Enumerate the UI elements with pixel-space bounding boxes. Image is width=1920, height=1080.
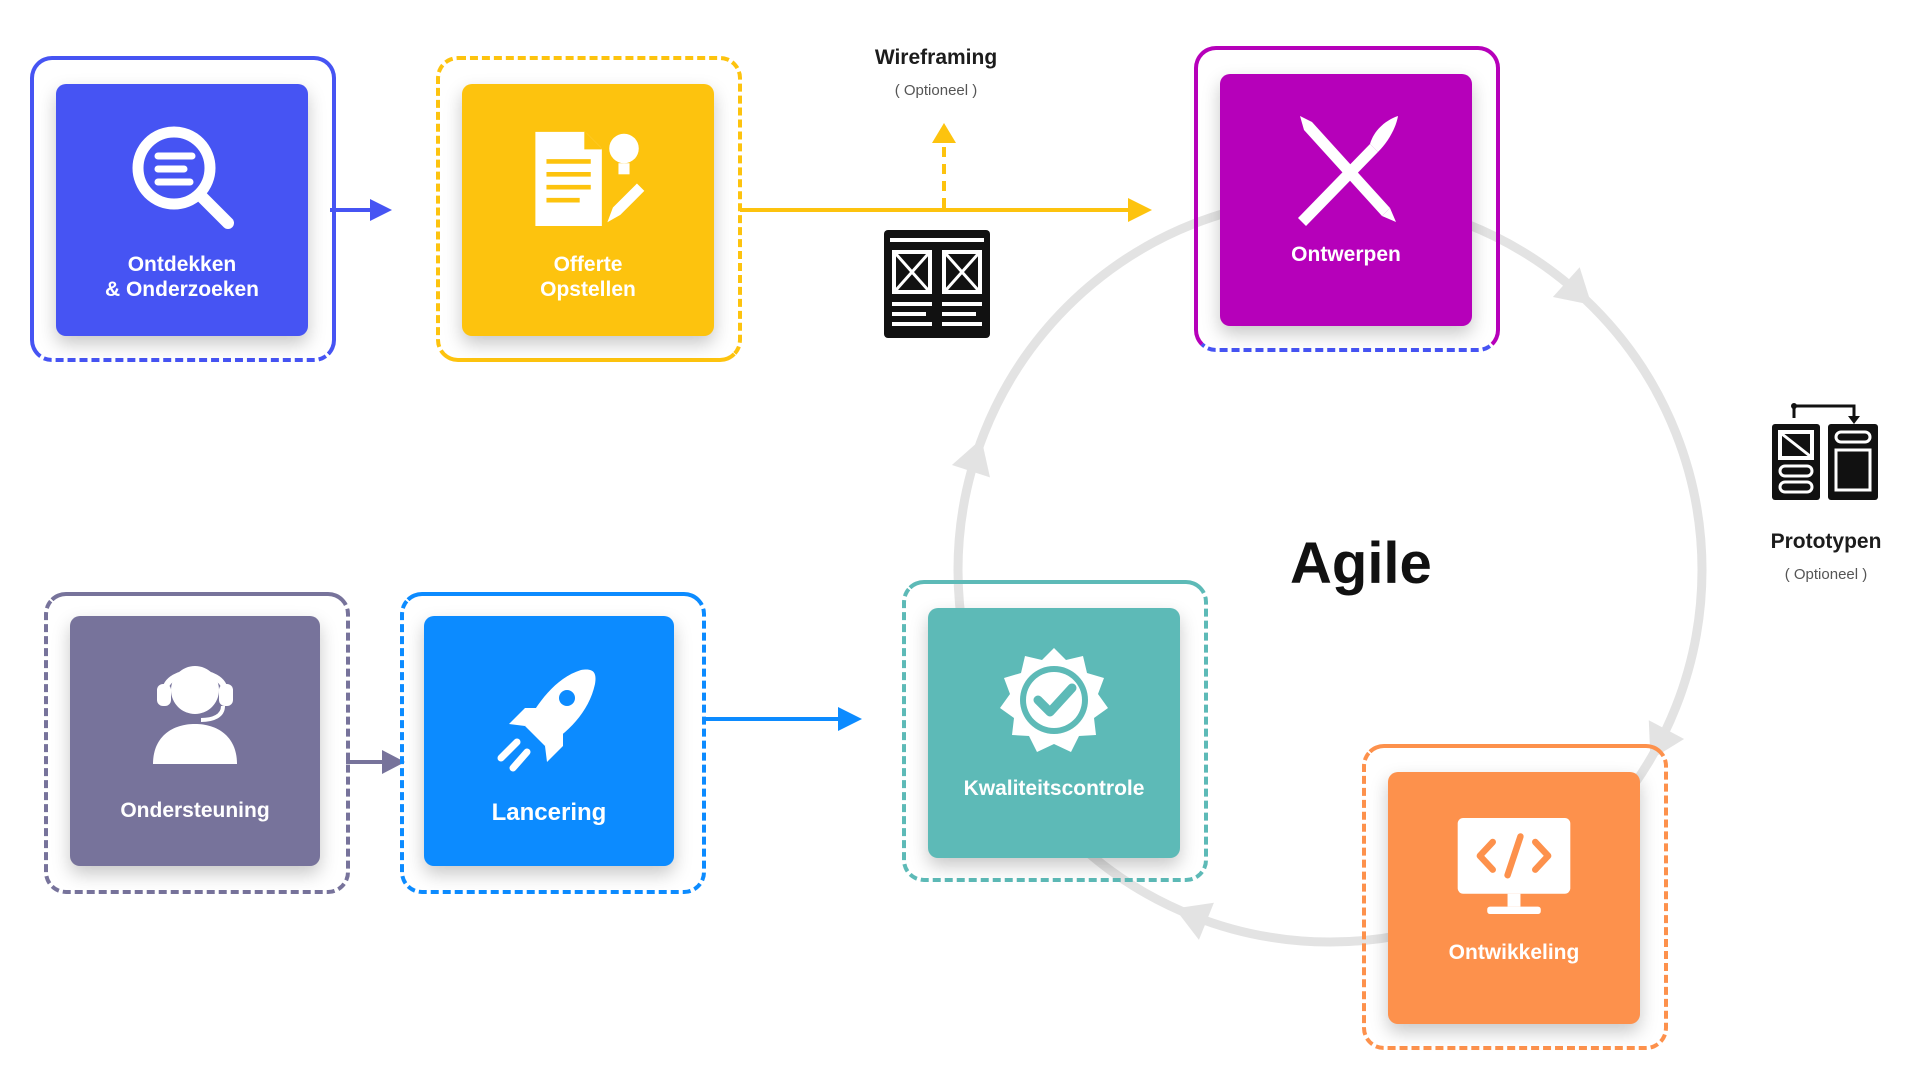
- frame-ontwerpen: [1194, 46, 1500, 352]
- step-label: Offerte Opstellen: [540, 253, 636, 301]
- step-ontwerpen[interactable]: Ontwerpen: [1220, 74, 1472, 326]
- search-icon: [122, 118, 242, 238]
- step-ontdekken[interactable]: Ontdekken & Onderzoeken: [56, 84, 308, 336]
- frame-lancering: [400, 592, 706, 894]
- support-agent-icon: [135, 652, 255, 772]
- arrow-ondersteuning-lancering: [346, 750, 405, 774]
- code-monitor-icon: [1454, 806, 1574, 926]
- step-ontwikkeling[interactable]: Ontwikkeling: [1388, 772, 1640, 1024]
- cycle-arrowhead-3: [1174, 902, 1214, 940]
- wireframe-icon: [884, 230, 990, 338]
- prototypen-subtitle: ( Optioneel ): [1784, 566, 1868, 583]
- cycle-arrowhead-1: [1552, 267, 1592, 305]
- step-label: Ontwikkeling: [1448, 941, 1580, 964]
- step-label: Ontwerpen: [1291, 243, 1401, 266]
- step-label: Kwaliteitscontrole: [963, 777, 1145, 800]
- arrow-lancering-kwaliteit: [706, 707, 862, 731]
- rocket-icon: [489, 662, 609, 782]
- frame-ondersteuning: [44, 592, 350, 894]
- cycle-arrowhead-4: [951, 438, 990, 478]
- prototype-icon: [1772, 403, 1878, 500]
- frame-kwaliteit: [902, 580, 1208, 882]
- arrow-ontdekken-offerte: [330, 199, 392, 221]
- step-kwaliteit[interactable]: Kwaliteitscontrole: [928, 608, 1180, 858]
- wireframing-title: Wireframing: [874, 46, 998, 69]
- wireframing-subtitle: ( Optioneel ): [894, 82, 978, 99]
- step-offerte[interactable]: Offerte Opstellen: [462, 84, 714, 336]
- prototypen-title: Prototypen: [1770, 530, 1882, 553]
- step-label: Lancering: [491, 799, 607, 826]
- step-label: Ontdekken & Onderzoeken: [104, 253, 260, 301]
- frame-ontdekken: [30, 56, 336, 362]
- step-label: Ondersteuning: [120, 799, 270, 822]
- agile-title: Agile: [1290, 531, 1432, 596]
- step-ondersteuning[interactable]: Ondersteuning: [70, 616, 320, 866]
- badge-check-icon: [994, 642, 1114, 762]
- document-lightbulb-icon: [528, 118, 648, 238]
- arrow-offerte-ontwerpen: [740, 123, 1152, 222]
- pencil-brush-icon: [1286, 108, 1406, 228]
- step-lancering[interactable]: Lancering: [424, 616, 674, 866]
- frame-ontwikkeling: [1362, 744, 1668, 1050]
- frame-offerte: [436, 56, 742, 362]
